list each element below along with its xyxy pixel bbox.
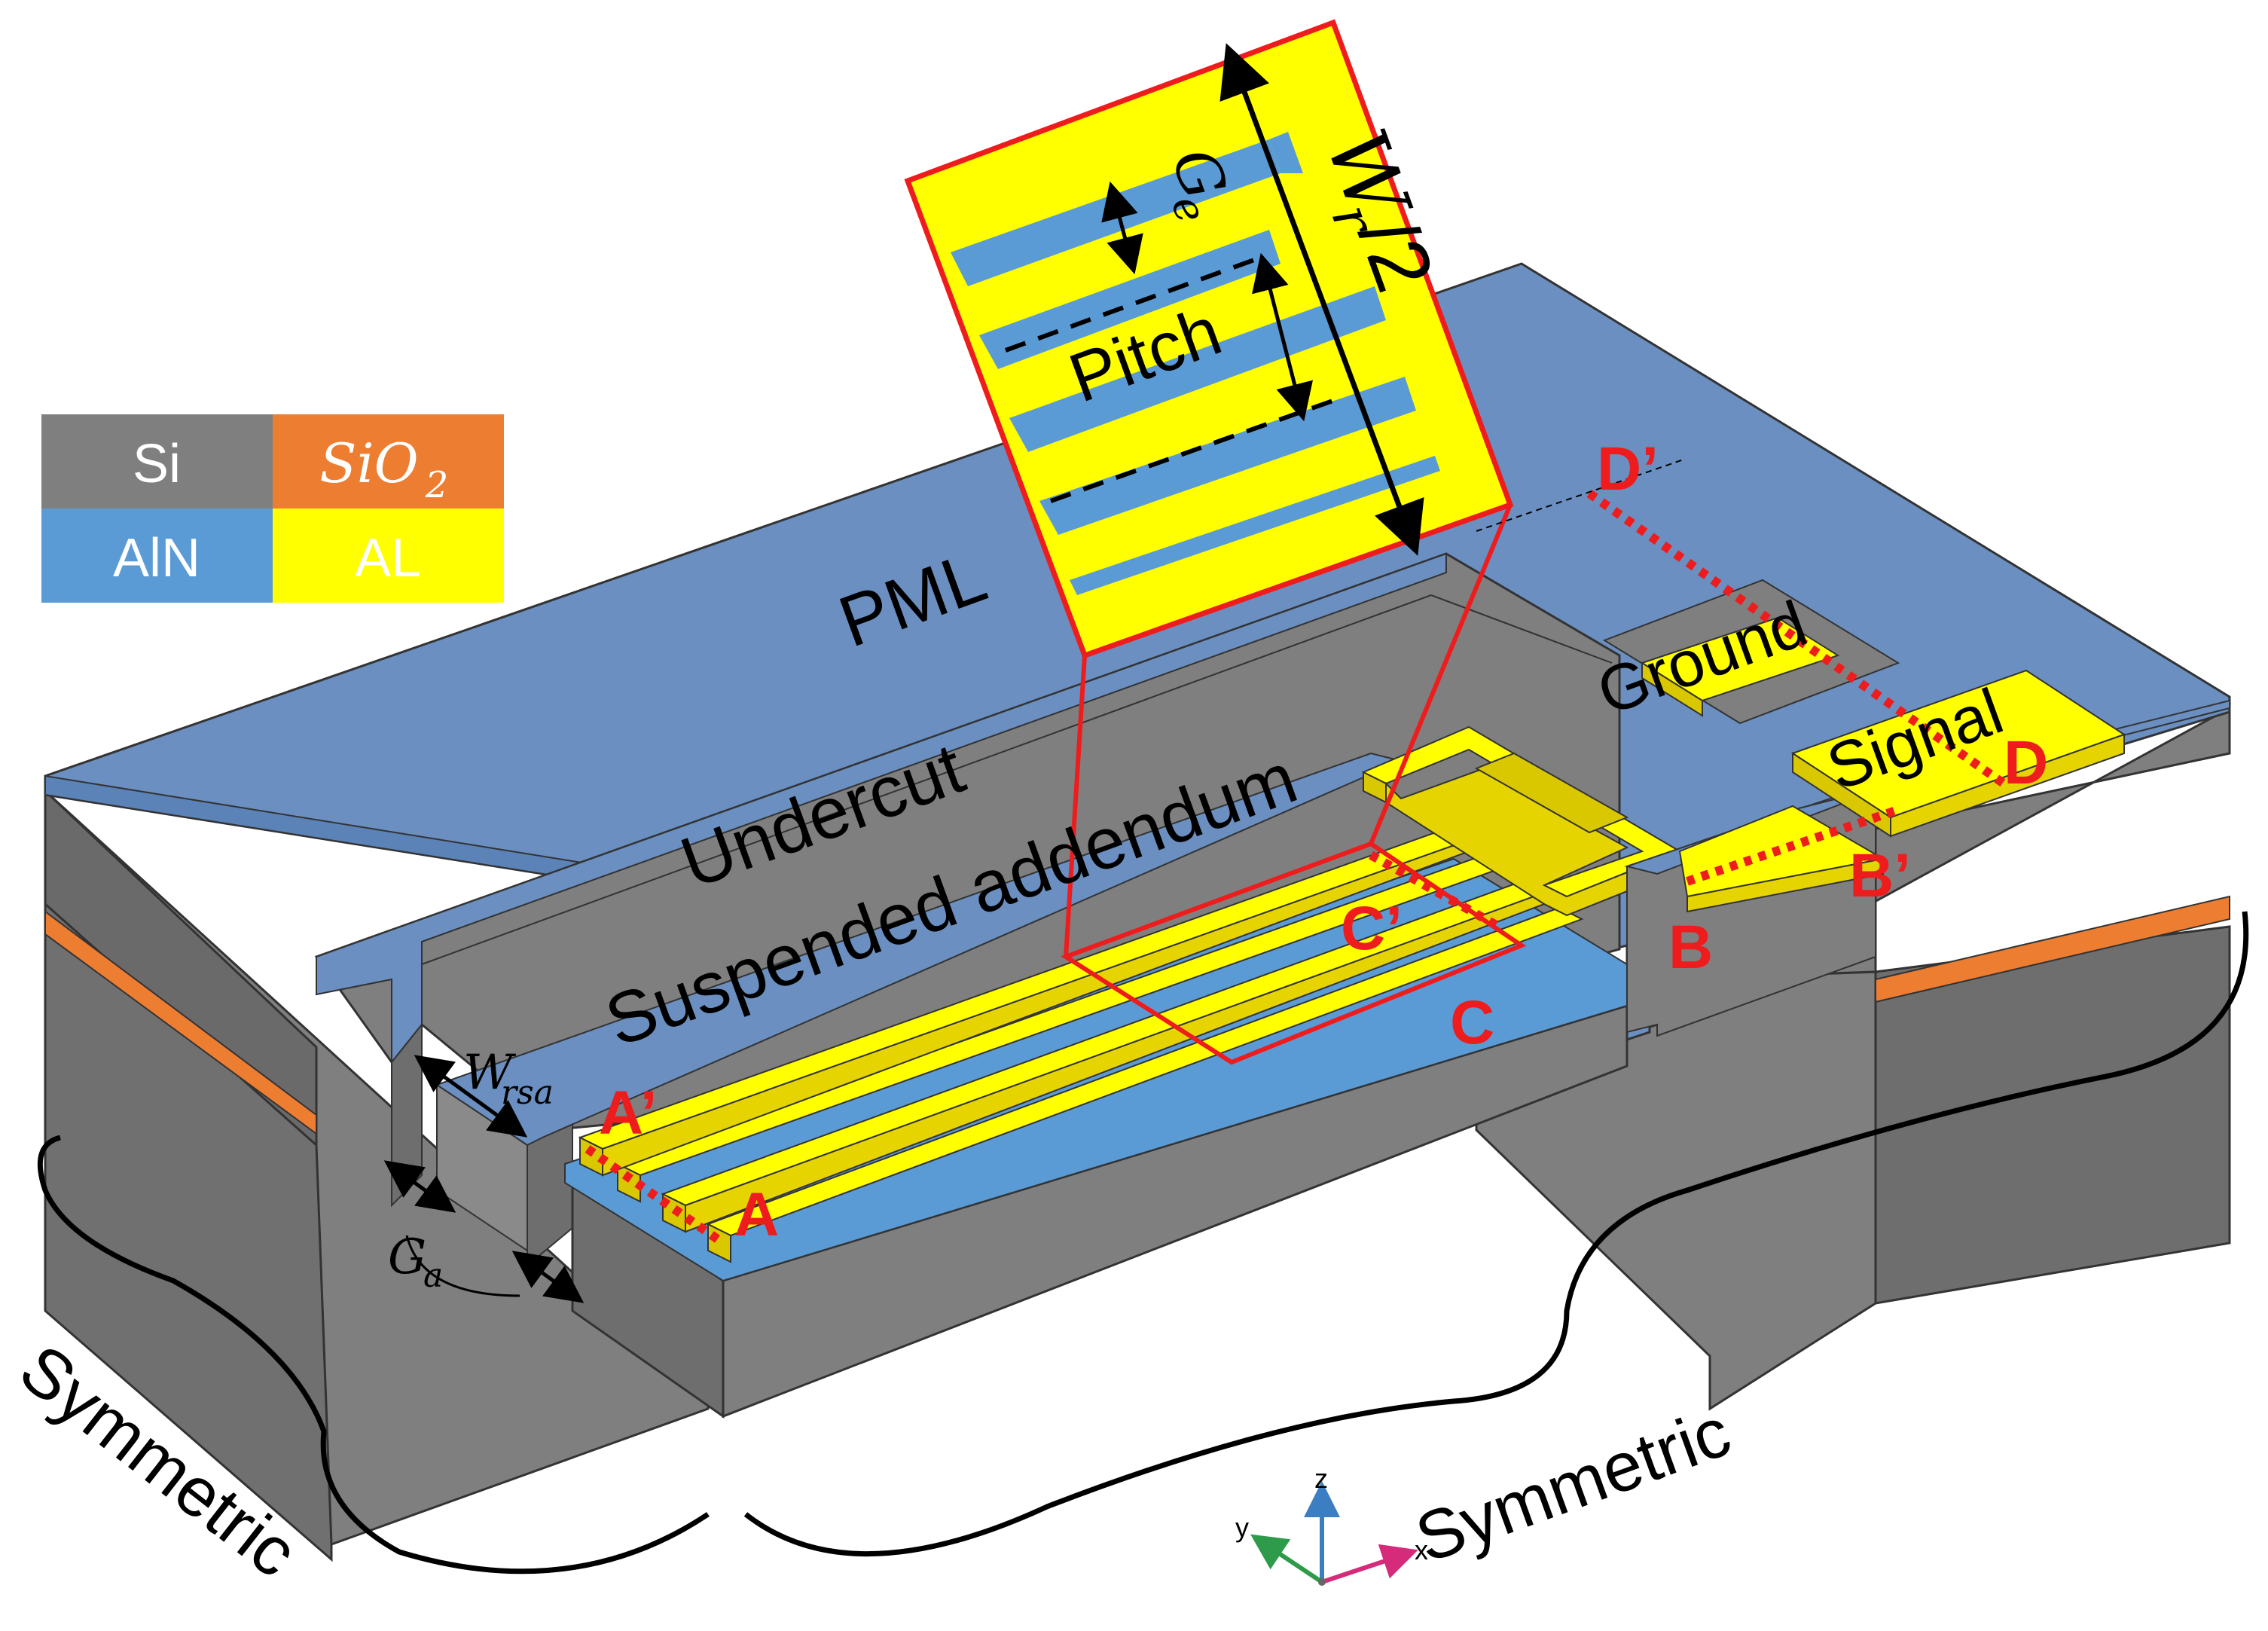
symmetry-braces xyxy=(37,911,2249,1574)
feed-routing xyxy=(1361,725,1682,917)
axis-triad xyxy=(1250,1481,1418,1586)
label-b: B xyxy=(1668,913,1713,982)
label-b-prime: B’ xyxy=(1849,841,1911,910)
cut-line-a xyxy=(585,1145,726,1247)
legend-label-aln: AlN xyxy=(113,528,200,588)
label-a-prime: A’ xyxy=(599,1079,657,1147)
legend-label-sio2-sub: 2 xyxy=(425,464,449,506)
electrode-fingers xyxy=(578,827,1584,1263)
label-axis-x: x xyxy=(1415,1535,1428,1565)
legend-swatch-al xyxy=(273,509,504,603)
x-axis-icon xyxy=(1321,1544,1418,1584)
label-axis-z: z xyxy=(1314,1463,1328,1494)
gap-walls xyxy=(391,1022,573,1268)
label-ga-sub: a xyxy=(423,1257,443,1295)
label-ga: G a xyxy=(388,1229,443,1295)
label-c: C xyxy=(1450,988,1494,1057)
legend-label-al: AL xyxy=(355,528,421,588)
cut-line-c xyxy=(1369,851,1501,931)
label-ga-main: G xyxy=(388,1229,426,1285)
cut-lines xyxy=(585,490,2007,1247)
label-axis-y: y xyxy=(1235,1512,1249,1543)
label-wrsa: W rsa xyxy=(463,1045,554,1112)
zoom-inset xyxy=(904,19,1514,659)
dimension-arrows xyxy=(383,1055,585,1303)
label-d: D xyxy=(2004,728,2048,797)
legend-swatch-sio2 xyxy=(273,414,504,509)
label-a: A xyxy=(734,1180,779,1249)
legend-label-sio2: SiO xyxy=(319,432,418,495)
label-d-prime: D’ xyxy=(1597,435,1659,503)
legend-swatch-aln xyxy=(41,509,273,603)
zoom-callout xyxy=(1061,503,1527,1065)
label-wrsa-sub: rsa xyxy=(501,1074,554,1112)
legend-label-si: Si xyxy=(133,434,181,494)
pad-region xyxy=(1602,579,2230,1037)
guide-line xyxy=(1476,459,1684,532)
label-symmetric-right: Symmetric xyxy=(1406,1393,1740,1577)
label-wrsa-main: W xyxy=(463,1045,517,1101)
label-c-prime: C’ xyxy=(1341,894,1403,963)
material-legend: Si SiO 2 AlN AL xyxy=(41,414,504,603)
cut-line-b xyxy=(1686,805,1900,886)
legend-swatch-si xyxy=(41,414,273,509)
y-axis-icon xyxy=(1250,1534,1323,1584)
